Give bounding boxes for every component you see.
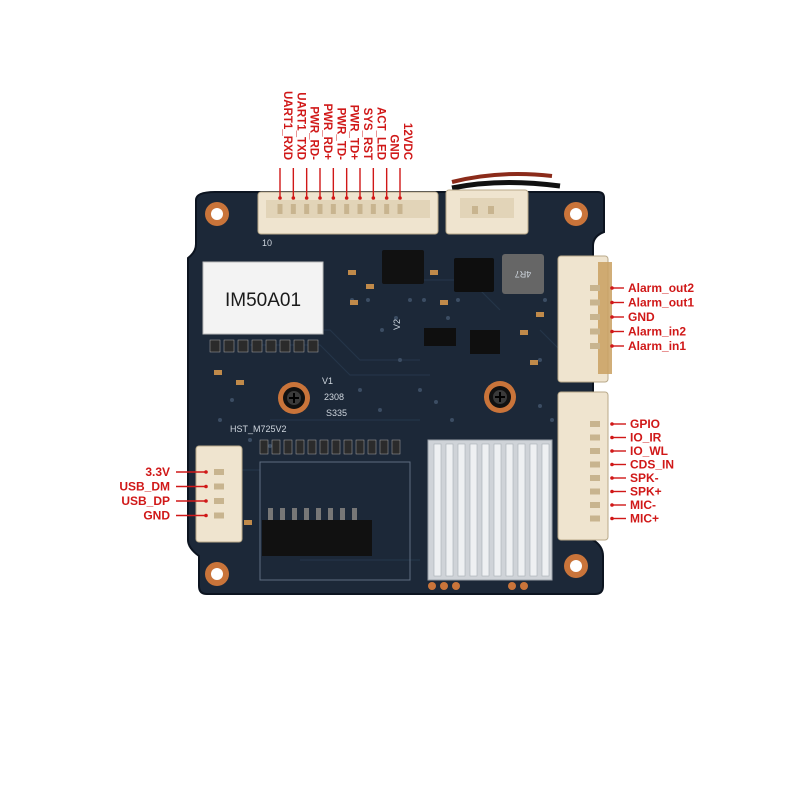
bottom-connector: [262, 508, 372, 556]
pin-label-act-led: ACT_LED: [374, 107, 386, 160]
left-leaders: [176, 470, 208, 518]
lens-mount-screw-right: [484, 381, 516, 413]
pin-label-usb-dp: USB_DP: [121, 494, 170, 508]
mosfet-chip: [382, 250, 424, 284]
pin-label-alarm-in1: Alarm_in1: [628, 339, 686, 353]
silk-text-e: V2: [392, 319, 402, 330]
inductor-4r7: [502, 254, 544, 294]
regulator-chip: [470, 330, 500, 354]
pin-label-sys-rst: SYS_RST: [361, 108, 373, 160]
pin-label-pwr-rd: PWR_RD+: [321, 103, 333, 160]
pin-label-spk: SPK+: [630, 485, 662, 499]
pin-label-uart1-rxd: UART1_RXD: [281, 91, 293, 160]
pin-label-alarm-out1: Alarm_out1: [628, 296, 694, 310]
components: 4R7: [209, 250, 544, 581]
model-sticker: IM50A01: [202, 261, 324, 335]
ic-marking: 4R7: [515, 269, 532, 279]
pin-label-12vdc: 12VDC: [401, 123, 413, 160]
mounting-holes: [205, 202, 588, 590]
top-label-leaders: [278, 168, 402, 200]
pin-label-alarm-out2: Alarm_out2: [628, 281, 694, 295]
lens-mount-screw-left: [278, 382, 310, 414]
right-upper-connector: [557, 255, 612, 383]
mounting-hole-bottom-right: [564, 554, 588, 578]
pin-label-spk: SPK-: [630, 471, 659, 485]
power-connector: [445, 189, 529, 235]
mounting-hole-top-right: [564, 202, 588, 226]
power-wires: [451, 172, 561, 191]
pin-label-uart1-txd: UART1_TXD: [294, 92, 306, 160]
inductor-chip: [454, 258, 494, 292]
top-connector-pins: [277, 204, 403, 214]
pin-label-gpio: GPIO: [630, 417, 660, 431]
silk-text-b: 2308: [324, 392, 344, 402]
silk-pin-number: 10: [262, 238, 272, 248]
right-upper-pin-labels: Alarm_out2Alarm_out1GNDAlarm_in2Alarm_in…: [628, 281, 694, 353]
right-upper-leaders: [610, 286, 624, 348]
pin-label-usb-dm: USB_DM: [119, 480, 170, 494]
small-chip: [424, 328, 456, 346]
pin-label-gnd: GND: [628, 310, 655, 324]
right-lower-connector: [557, 391, 609, 541]
pin-label-3-3v: 3.3V: [145, 465, 170, 479]
right-lower-leaders: [610, 422, 626, 521]
silk-text-a: V1: [322, 376, 333, 386]
pin-label-alarm-in2: Alarm_in2: [628, 325, 686, 339]
pin-label-cds-in: CDS_IN: [630, 458, 674, 472]
pin-label-pwr-td: PWR_TD-: [334, 108, 346, 161]
top-connector-10pin: [257, 191, 439, 235]
mounting-hole-bottom-left: [205, 562, 229, 586]
pin-label-gnd: GND: [143, 509, 170, 523]
mounting-hole-top-left: [205, 202, 229, 226]
pin-label-gnd: GND: [388, 134, 400, 160]
silk-text-d: HST_M725V2: [230, 424, 287, 434]
pin-label-pwr-td: PWR_TD+: [348, 105, 360, 161]
pin-label-mic: MIC-: [630, 498, 656, 512]
model-sticker-text: IM50A01: [225, 290, 301, 311]
heatsink: [427, 439, 553, 581]
pin-label-pwr-rd: PWR_RD-: [308, 106, 320, 160]
pin-label-io-wl: IO_WL: [630, 444, 668, 458]
silk-text-c: S335: [326, 408, 347, 418]
pin-label-mic: MIC+: [630, 512, 659, 526]
left-connector: [195, 445, 243, 543]
pin-label-io-ir: IO_IR: [630, 431, 662, 445]
